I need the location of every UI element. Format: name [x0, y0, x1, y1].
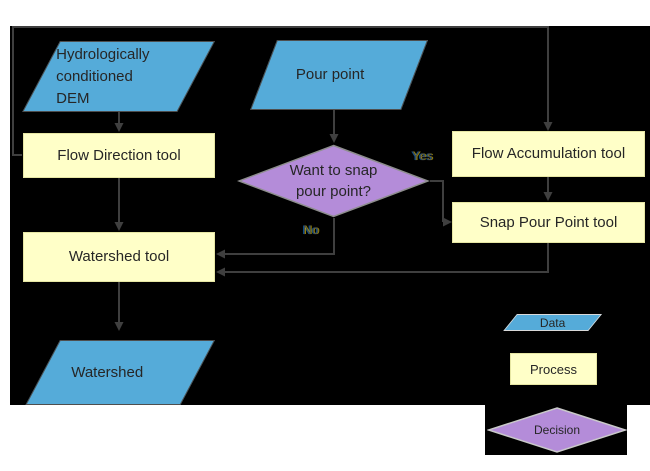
edge-label-no: No	[303, 223, 320, 237]
node-watershed-tool: Watershed tool	[23, 232, 215, 282]
legend-decision-label: Decision	[533, 423, 581, 437]
node-watershed-output: Watershed	[25, 340, 215, 405]
node-hydro-conditioned-dem: Hydrologically conditioned DEM	[22, 41, 216, 112]
legend-item-data: Data	[503, 314, 602, 331]
decision-diamond-shape	[237, 144, 430, 218]
node-pour-point: Pour point	[250, 40, 428, 110]
edge-label-yes: Yes	[412, 149, 434, 163]
node-dem-label: Hydrologically conditioned DEM	[56, 45, 150, 107]
node-decision-snap: Want to snap pour point?	[237, 144, 430, 218]
node-flow-accumulation-tool: Flow Accumulation tool	[452, 131, 645, 177]
node-snap-pour-point-tool: Snap Pour Point tool	[452, 202, 645, 243]
node-flow-direction-label: Flow Direction tool	[57, 146, 181, 164]
legend-item-process: Process	[510, 353, 597, 385]
node-decision-label: Want to snap pour point?	[289, 162, 378, 200]
legend-data-label: Data	[539, 315, 566, 330]
legend-process-label: Process	[530, 361, 577, 377]
node-flow-direction-tool: Flow Direction tool	[23, 133, 215, 178]
node-pour-point-label: Pour point	[295, 66, 365, 83]
legend-decision-shape	[487, 407, 627, 453]
legend-item-decision: Decision	[487, 407, 627, 453]
node-watershed-tool-label: Watershed tool	[68, 248, 170, 265]
node-watershed-output-label: Watershed	[71, 363, 144, 381]
node-flow-accumulation-label: Flow Accumulation tool	[471, 145, 626, 162]
node-snap-pour-point-label: Snap Pour Point tool	[479, 213, 618, 231]
